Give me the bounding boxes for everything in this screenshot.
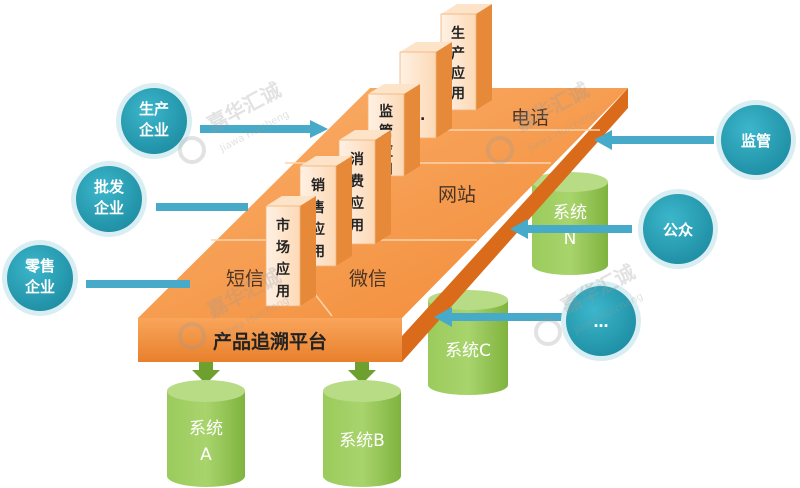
svg-text:生: 生 <box>451 25 465 42</box>
party-production-enterprise: 生产 企业 <box>116 83 192 159</box>
channel-website: 网站 <box>438 184 476 206</box>
svg-text:市: 市 <box>276 217 290 234</box>
arrow-from-regulator <box>594 130 714 150</box>
svg-text:企业: 企业 <box>93 199 124 217</box>
system-n-label-line1: 系统 <box>553 203 587 223</box>
system-b-cylinder: 系统B <box>323 380 401 487</box>
svg-text:应: 应 <box>451 65 465 82</box>
system-a-cylinder: 系统 A <box>167 380 245 487</box>
svg-text:监: 监 <box>379 103 393 120</box>
system-c-label: 系统C <box>445 341 491 361</box>
watermark-top-left: 嘉华汇诚 Jiawa Huicheng <box>178 78 291 164</box>
arrow-from-public <box>510 219 632 239</box>
channel-sms: 短信 <box>226 268 264 290</box>
system-b-label: 系统B <box>339 431 385 451</box>
party-more: … <box>561 281 641 361</box>
app-market-pillar: 市 场 应 用 <box>265 196 316 307</box>
system-a-label-line1: 系统 <box>189 419 223 439</box>
svg-text:生产: 生产 <box>139 100 169 118</box>
svg-text:用: 用 <box>350 218 364 234</box>
svg-text:用: 用 <box>451 86 465 102</box>
party-wholesale-enterprise: 批发 企业 <box>71 161 147 237</box>
svg-text:批发: 批发 <box>94 178 125 196</box>
arrow-from-more <box>434 307 572 327</box>
svg-text:…: … <box>594 313 609 331</box>
svg-text:应: 应 <box>276 261 290 278</box>
party-regulator: 监管 <box>716 100 796 180</box>
arrow-from-production <box>200 120 328 138</box>
system-n-label-line2: N <box>564 229 577 249</box>
app-production-pillar: 生 产 应 用 <box>440 4 492 111</box>
party-retail-enterprise: 零售 企业 <box>2 240 78 316</box>
arrow-from-wholesale <box>156 203 248 211</box>
arrow-from-retail <box>86 280 190 288</box>
party-public: 公众 <box>638 189 718 269</box>
svg-text:用: 用 <box>276 284 290 300</box>
svg-text:企业: 企业 <box>138 121 169 139</box>
svg-text:费: 费 <box>350 173 364 190</box>
svg-text:公众: 公众 <box>663 221 693 239</box>
arrow-to-system-b <box>348 362 376 384</box>
svg-text:零售: 零售 <box>24 257 55 275</box>
channel-wechat: 微信 <box>349 268 387 290</box>
svg-text:企业: 企业 <box>24 278 55 296</box>
svg-text:产: 产 <box>451 45 465 62</box>
svg-text:监管: 监管 <box>741 132 771 150</box>
svg-text:场: 场 <box>276 240 290 256</box>
svg-text:应: 应 <box>350 195 364 212</box>
platform-title: 产品追溯平台 <box>213 330 327 353</box>
channel-phone: 电话 <box>511 107 549 129</box>
svg-text:消: 消 <box>350 151 364 168</box>
system-a-label-line2: A <box>200 445 212 465</box>
arrow-to-system-a <box>192 362 220 384</box>
svg-text:销: 销 <box>311 177 325 194</box>
